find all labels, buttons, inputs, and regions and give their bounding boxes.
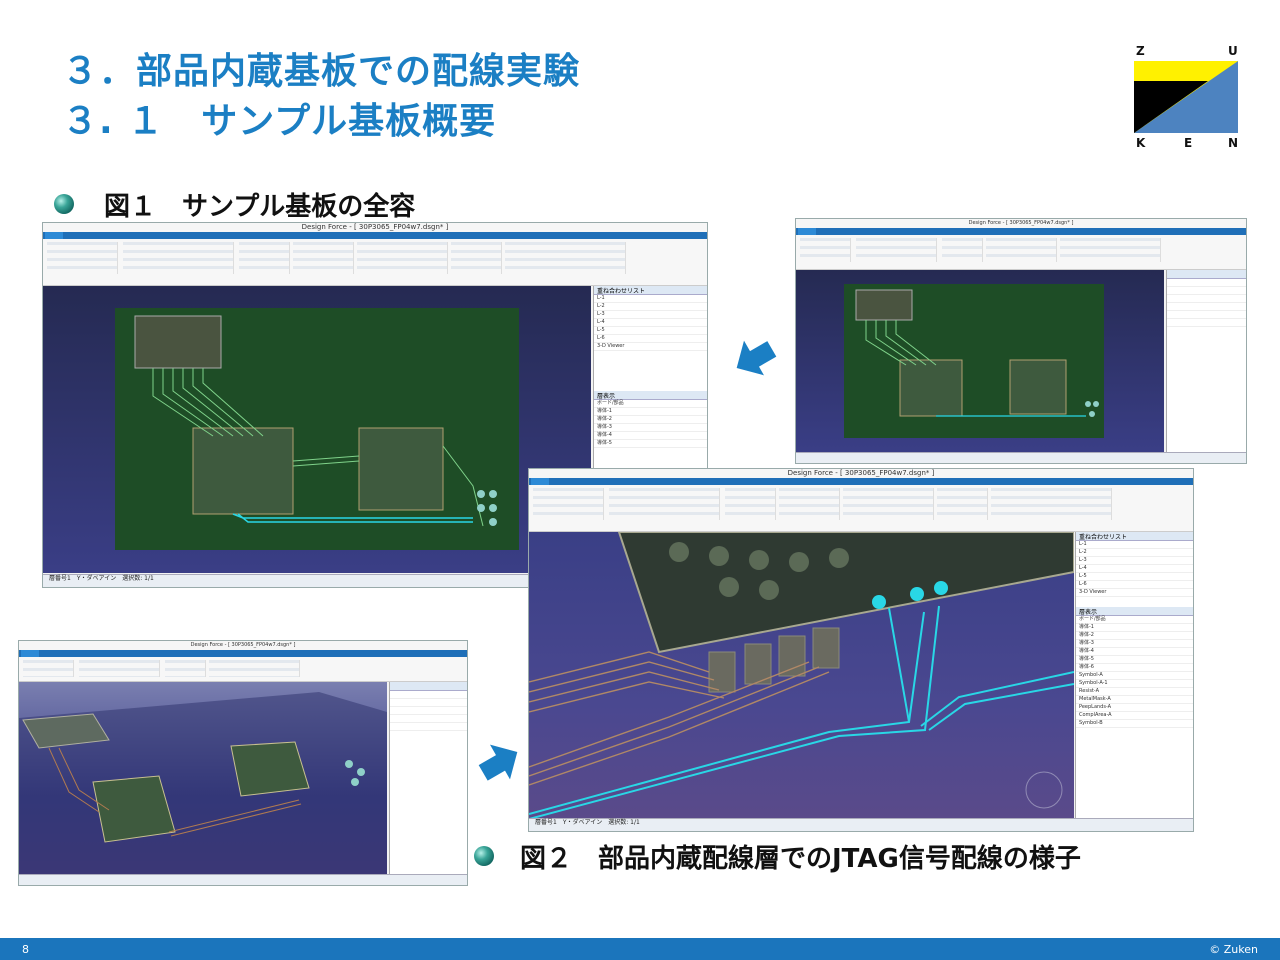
list-item[interactable]: L-6 bbox=[1076, 581, 1193, 589]
list-item[interactable]: L-1 bbox=[1076, 541, 1193, 549]
layer-row[interactable]: 導体-5 bbox=[594, 440, 707, 448]
layer-panel[interactable]: 重ね合わせリスト L-1 L-2 L-3 L-4 L-5 L-6 3-D Vie… bbox=[1075, 532, 1193, 819]
layer-row[interactable]: ボード/部品 bbox=[594, 400, 707, 408]
layer-row[interactable]: 導体-2 bbox=[1076, 632, 1193, 640]
slide-title-2: ３. １ サンプル基板概要 bbox=[62, 101, 497, 142]
layer-row[interactable]: 導体-3 bbox=[1076, 640, 1193, 648]
list-item[interactable]: 3-D Viewer bbox=[1076, 589, 1193, 597]
zuken-logo: Z U K E N bbox=[1134, 44, 1239, 150]
figure2-caption: 図２ 部品内蔵配線層でのJTAG信号配線の様子 bbox=[520, 844, 1081, 874]
layer-panel[interactable] bbox=[1166, 270, 1246, 452]
slide-title-1: ３．部品内蔵基板での配線実験 bbox=[62, 51, 581, 92]
layer-row[interactable]: ComplArea-A bbox=[1076, 712, 1193, 720]
layer-row[interactable]: MetalMask-A bbox=[1076, 696, 1193, 704]
list-item[interactable]: L-4 bbox=[594, 319, 707, 327]
layer-row[interactable]: 導体-6 bbox=[1076, 664, 1193, 672]
list-item[interactable]: L-5 bbox=[1076, 573, 1193, 581]
layer-row[interactable]: 導体-1 bbox=[1076, 624, 1193, 632]
figure1-caption: 図１ サンプル基板の全容 bbox=[104, 192, 416, 222]
list-item[interactable]: L-1 bbox=[594, 295, 707, 303]
bullet-icon bbox=[54, 194, 74, 214]
layer-row[interactable]: 導体-4 bbox=[594, 432, 707, 440]
ribbon bbox=[43, 239, 707, 286]
arrow-left-icon bbox=[736, 340, 777, 376]
list-item[interactable]: 3-D Viewer bbox=[594, 343, 707, 351]
list-item[interactable]: L-6 bbox=[594, 335, 707, 343]
layer-row[interactable]: ボード/部品 bbox=[1076, 616, 1193, 624]
layers-header: 層表示 bbox=[594, 391, 707, 400]
layer-row[interactable]: 導体-3 bbox=[594, 424, 707, 432]
ribbon-tabs bbox=[43, 232, 707, 239]
screenshot-2d-small: Design Force - [ 30P3065_FP04w7.dsgn* ] bbox=[795, 218, 1247, 464]
list-item[interactable]: L-3 bbox=[1076, 557, 1193, 565]
list-item[interactable]: L-3 bbox=[594, 311, 707, 319]
bullet-icon bbox=[474, 846, 494, 866]
arrow-right-icon bbox=[478, 744, 518, 781]
logo-mark bbox=[1134, 61, 1238, 133]
list-item[interactable]: L-2 bbox=[1076, 549, 1193, 557]
layer-row[interactable]: Symbol-A bbox=[1076, 672, 1193, 680]
pcb-canvas[interactable] bbox=[796, 270, 1164, 452]
layer-row[interactable]: 導体-2 bbox=[594, 416, 707, 424]
layer-panel[interactable] bbox=[389, 682, 467, 874]
list-item[interactable]: L-4 bbox=[1076, 565, 1193, 573]
window-title: Design Force - [ 30P3065_FP04w7.dsgn* ] bbox=[43, 223, 707, 232]
panel-header: 重ね合わせリスト bbox=[594, 286, 707, 295]
3d-canvas[interactable] bbox=[529, 531, 1075, 820]
layer-row[interactable]: 導体-1 bbox=[594, 408, 707, 416]
copyright: © Zuken bbox=[1209, 943, 1258, 956]
screenshot-3d-main: Design Force - [ 30P3065_FP04w7.dsgn* ] bbox=[528, 468, 1194, 832]
list-item[interactable]: L-2 bbox=[594, 303, 707, 311]
3d-canvas[interactable] bbox=[19, 682, 387, 874]
pcb-canvas[interactable] bbox=[43, 286, 591, 573]
layer-row[interactable]: Resist-A bbox=[1076, 688, 1193, 696]
footer-bar: 8 © Zuken bbox=[0, 938, 1280, 960]
layer-row[interactable]: 導体-5 bbox=[1076, 656, 1193, 664]
layer-row[interactable]: Symbol-A-1 bbox=[1076, 680, 1193, 688]
screenshot-3d-small: Design Force - [ 30P3065_FP04w7.dsgn* ] bbox=[18, 640, 468, 886]
layer-row[interactable]: 導体-4 bbox=[1076, 648, 1193, 656]
layer-row[interactable]: Symbol-B bbox=[1076, 720, 1193, 728]
page-number: 8 bbox=[22, 943, 29, 956]
layer-row[interactable]: PeepLands-A bbox=[1076, 704, 1193, 712]
list-item[interactable]: L-5 bbox=[594, 327, 707, 335]
